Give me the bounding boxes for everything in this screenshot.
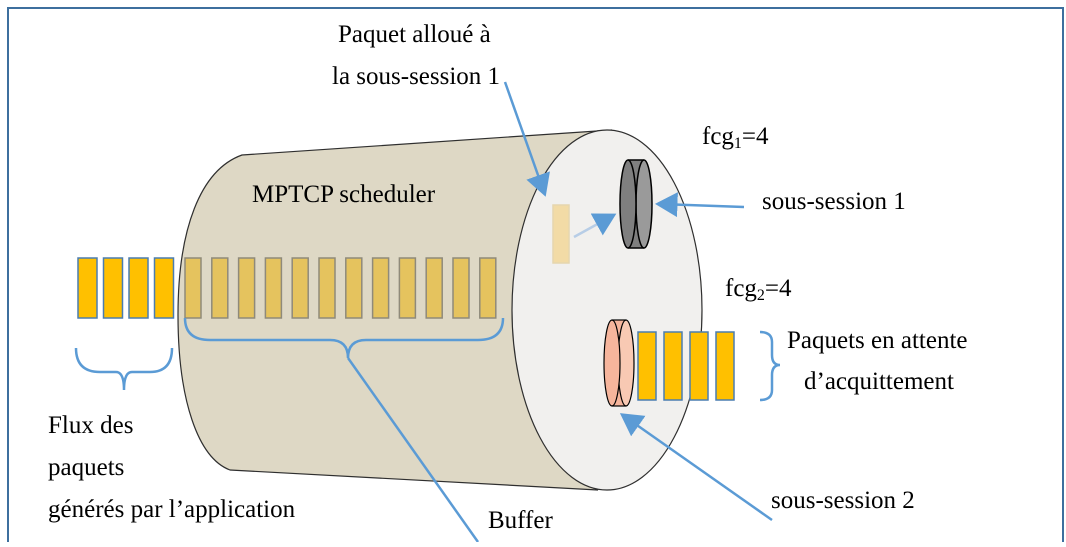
allocated-label-line2: la sous-session 1: [332, 63, 500, 90]
waiting-packet: [689, 331, 709, 401]
subsession-2-label: sous-session 2: [771, 487, 915, 514]
subsession-1-arrow: [655, 192, 745, 218]
waiting-label-line1: Paquets en attente: [787, 327, 968, 354]
buffer-packet: [184, 257, 202, 319]
buffer-pointer-line: [346, 357, 480, 543]
flow-label-line3: générés par l’application: [48, 496, 296, 523]
fcg2-value: =4: [765, 275, 792, 302]
buffer-packet: [318, 257, 336, 319]
waiting-label-line2: d’acquittement: [804, 368, 954, 395]
fcg1-label: fcg1=4: [702, 123, 769, 152]
waiting-packet: [663, 331, 683, 401]
buffer-packet: [291, 257, 309, 319]
buffer-packet: [264, 257, 283, 319]
allocated-label-line1: Paquet alloué à: [338, 21, 491, 48]
waiting-packet-queue: [637, 331, 735, 401]
incoming-packet: [102, 257, 124, 319]
buffer-packet: [345, 257, 363, 319]
outer-frame: [7, 7, 1064, 547]
buffer-packet: [371, 257, 390, 319]
flow-label-line1: Flux des: [48, 412, 133, 439]
fcg2-base: fcg: [725, 275, 757, 302]
incoming-packet: [128, 257, 149, 319]
buffer-packet-queue: [184, 257, 497, 319]
buffer-packet: [211, 257, 229, 319]
waiting-packet: [715, 331, 735, 401]
buffer-packet: [452, 257, 470, 319]
fcg1-base: fcg: [702, 123, 734, 150]
allocated-to-subsession-arrow: [573, 213, 617, 239]
buffer-packet: [425, 257, 443, 319]
buffer-packet: [398, 257, 417, 319]
incoming-packet-stream: [77, 257, 175, 319]
buffer-packet: [479, 257, 497, 319]
incoming-packet: [77, 257, 98, 319]
fcg2-label: fcg2=4: [725, 275, 792, 304]
fcg1-value: =4: [742, 123, 769, 150]
waiting-packet: [637, 331, 657, 401]
incoming-packet: [153, 257, 175, 319]
subsession-2-disk: [603, 319, 635, 407]
waiting-brace: [759, 330, 781, 402]
subsession-1-label: sous-session 1: [762, 188, 906, 215]
allocated-arrow: [503, 81, 550, 197]
flow-label-line2: paquets: [48, 454, 124, 481]
buffer-packet: [237, 257, 256, 319]
flow-brace: [74, 347, 174, 391]
buffer-label: Buffer: [488, 507, 553, 534]
allocated-packet: [552, 204, 570, 264]
scheduler-label: MPTCP scheduler: [252, 181, 436, 208]
subsession-2-arrow: [619, 413, 773, 522]
subsession-1-disk: [619, 159, 653, 249]
fcg2-subscript: 2: [757, 287, 765, 304]
fcg1-subscript: 1: [734, 135, 742, 152]
